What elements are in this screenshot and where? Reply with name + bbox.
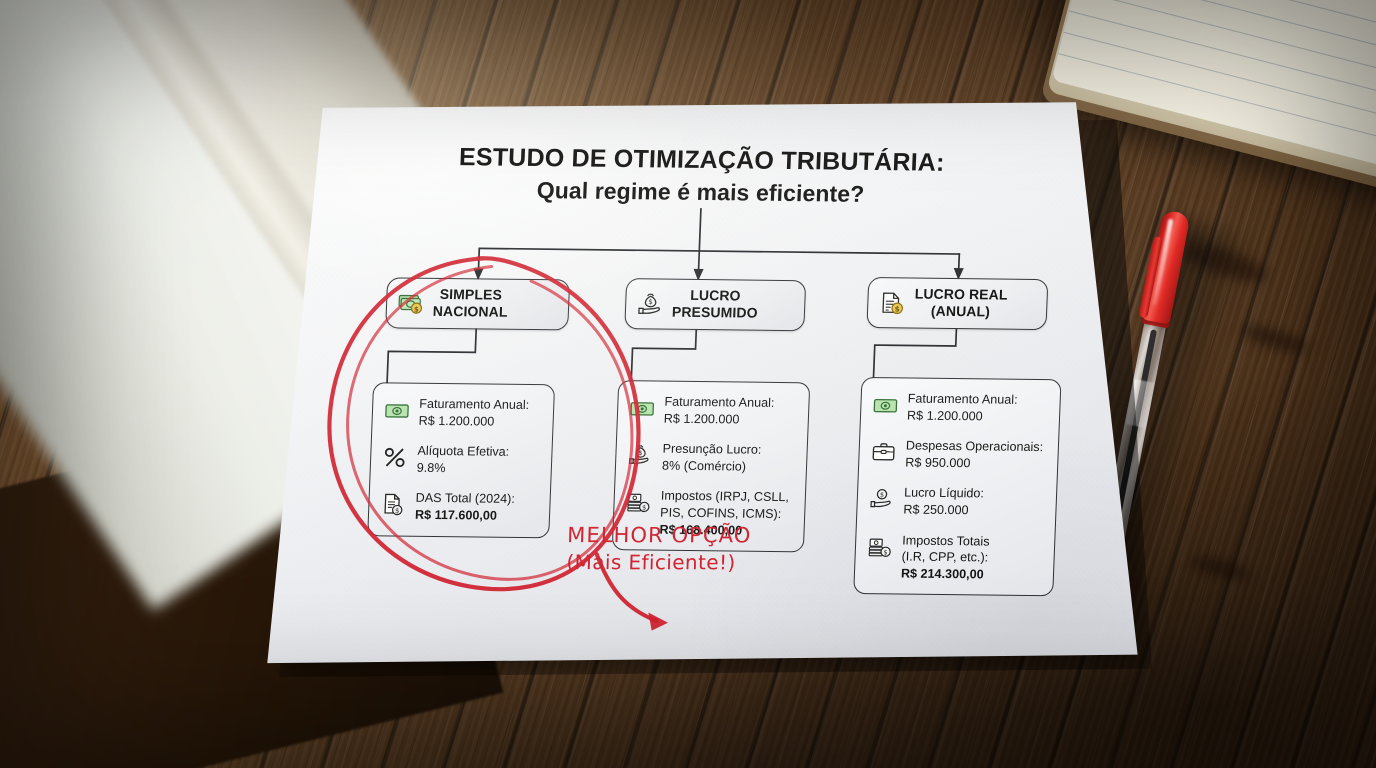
regime-node-label: SIMPLES NACIONAL [433,286,509,321]
money-bag-hand-icon: $ [627,442,654,468]
detail-label: Faturamento Anual: [419,396,530,413]
detail-label: Lucro Líquido: [903,485,985,501]
regime-node-lucro-presumido[interactable]: $ LUCRO PRESUMIDO [624,278,807,332]
detail-label: DAS Total (2024): [415,491,516,507]
detail-value: R$ 950.000 [904,455,971,471]
svg-text:$: $ [894,305,900,314]
annotation-line-2: (Mais Eficiente!) [566,550,736,575]
banknote-coin-icon: $ [398,291,425,317]
detail-row-text: DAS Total (2024): R$ 117.600,00 [415,490,515,524]
detail-value: R$ 117.600,00 [414,507,498,523]
detail-row: Despesas Operacionais: R$ 950.000 [870,437,1045,472]
regime-node-label: LUCRO PRESUMIDO [672,287,759,322]
banknote-icon [872,392,899,418]
regime-label-line-1: LUCRO REAL [914,285,1008,303]
detail-row-text: Faturamento Anual: R$ 1.200.000 [418,396,529,431]
handwritten-annotation: MELHOR OPÇÃO (Mais Eficiente!) [566,521,868,576]
banknote-icon [384,397,411,423]
svg-text:$: $ [648,298,653,306]
detail-row-text: Impostos Totais (I.R, CPP, etc.): R$ 214… [901,532,990,583]
svg-text:$: $ [395,507,400,515]
regime-node-lucro-real[interactable]: $ LUCRO REAL (ANUAL) [866,276,1049,331]
money-bag-hand-icon: $ [637,291,664,317]
detail-row-text: Lucro Líquido: R$ 250.000 [903,485,984,519]
regime-label-line-1: LUCRO [690,286,741,304]
regime-node-simples-nacional[interactable]: $ SIMPLES NACIONAL [385,277,571,331]
detail-row: Alíquota Efetiva: 9.8% [382,443,539,478]
svg-text:$: $ [642,504,646,512]
detail-row-text: Faturamento Anual: R$ 1.200.000 [907,390,1018,425]
detail-row: Faturamento Anual: R$ 1.200.000 [629,393,796,428]
money-stack-icon: $ [625,490,652,516]
detail-label: Alíquota Efetiva: [417,443,510,460]
coin-hand-icon: $ [868,487,895,513]
svg-text:$: $ [880,491,884,499]
svg-text:$: $ [414,306,419,314]
document-coin-icon: $ [879,290,906,316]
detail-row: Faturamento Anual: R$ 1.200.000 [383,395,540,430]
detail-row: $ Impostos Totais (I.R, CPP, etc.): R$ 2… [866,532,1042,584]
detail-label: Faturamento Anual: [664,394,775,410]
detail-label-2: (I.R, CPP, etc.): [901,549,989,565]
svg-text:$: $ [638,450,642,457]
money-stack-icon: $ [866,534,893,560]
detail-value: R$ 1.200.000 [906,408,983,423]
briefcase-icon [870,439,897,465]
detail-label: Presunção Lucro: [662,441,762,458]
detail-row: $ DAS Total (2024): R$ 117.600,00 [380,490,537,525]
regime-label-line-2: PRESUMIDO [671,303,758,321]
svg-text:$: $ [883,548,887,556]
regime-label-line-2: (ANUAL) [930,302,991,320]
detail-label: Impostos Totais [901,533,990,549]
detail-value: R$ 1.200.000 [418,413,495,429]
percent-icon [382,445,409,471]
detail-row-text: Faturamento Anual: R$ 1.200.000 [664,394,775,429]
detail-row-text: Presunção Lucro: 8% (Comércio) [662,441,762,475]
detail-row: $ Lucro Líquido: R$ 250.000 [868,485,1043,520]
detail-row: $ Presunção Lucro: 8% (Comércio) [627,440,794,475]
detail-value: R$ 214.300,00 [900,566,984,582]
regime-label-line-2: NACIONAL [432,302,508,320]
detail-label-2: PIS, COFINS, ICMS): [659,505,782,522]
detail-value: R$ 1.200.000 [663,411,740,427]
banknote-icon [629,395,656,421]
tax-document-icon: $ [380,492,407,518]
detail-value: 8% (Comércio) [661,458,747,474]
diagram-content: ESTUDO DE OTIMIZAÇÃO TRIBUTÁRIA: Qual re… [262,98,1164,674]
regime-node-label: LUCRO REAL (ANUAL) [914,285,1008,321]
detail-label: Despesas Operacionais: [905,438,1044,455]
detail-card-lucro-real: Faturamento Anual: R$ 1.200.000 Despesas… [853,376,1062,597]
detail-row: Faturamento Anual: R$ 1.200.000 [872,390,1047,425]
detail-row-text: Alíquota Efetiva: 9.8% [417,443,510,477]
detail-value: R$ 250.000 [903,502,969,518]
detail-row-text: Despesas Operacionais: R$ 950.000 [905,438,1043,473]
detail-value: 9.8% [416,460,446,475]
annotation-line-1: MELHOR OPÇÃO [566,523,752,548]
detail-label: Faturamento Anual: [907,391,1018,407]
detail-label: Impostos (IRPJ, CSLL, [660,489,790,505]
regime-label-line-1: SIMPLES [439,285,503,303]
detail-card-simples-nacional: Faturamento Anual: R$ 1.200.000 Alíquota… [367,382,556,538]
